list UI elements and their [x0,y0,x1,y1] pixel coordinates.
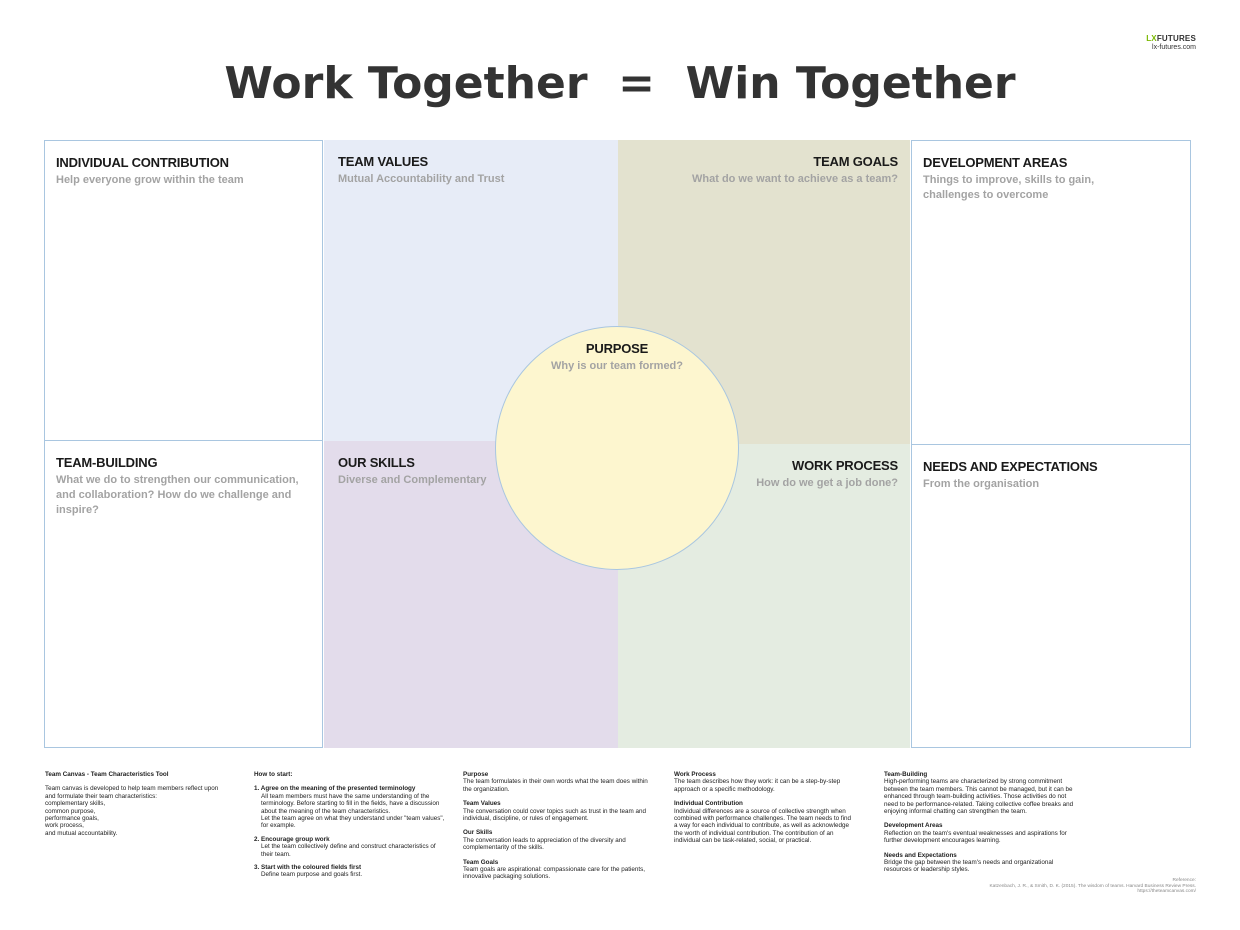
individual-contribution-box[interactable]: INDIVIDUAL CONTRIBUTION Help everyone gr… [44,140,323,441]
characteristic-item: complementary skills, [45,800,106,808]
step-body: Let the team agree on what they understa… [261,815,445,830]
characteristic-item: performance goals, [45,815,99,823]
tool-intro: Team canvas is developed to help team me… [45,785,219,800]
purpose-subtitle: Why is our team formed? [550,360,684,372]
reference-url: https://theteamcanvas.com/ [1137,889,1196,895]
our-skills-subtitle: Diverse and Complementary [338,474,487,486]
team-goals-box[interactable]: TEAM GOALS What do we want to achieve as… [618,140,910,444]
reference-citation: Katzenbach, J. R., & Smith, D. K. (2015)… [989,883,1196,889]
step-item: 3. Start with the coloured fields first … [254,864,446,879]
team-building-heading: TEAM-BUILDING [56,455,158,470]
team-values-subtitle: Mutual Accountability and Trust [338,173,505,185]
step-body: All team members must have the same unde… [261,792,440,815]
characteristic-item: common purpose, [45,807,96,815]
definition-body: Bridge the gap between the team's needs … [884,859,1054,874]
definition-heading: Work Process [674,771,716,778]
team-goals-subtitle: What do we want to achieve as a team? [692,173,898,185]
our-skills-heading: OUR SKILLS [338,455,415,470]
definition-body: Reflection on the team's eventual weakne… [884,829,1067,845]
definition-body: The conversation leads to appreciation o… [463,836,626,852]
how-to-start-title: How to start: [254,771,293,778]
step-item: 1. Agree on the meaning of the presented… [254,785,446,829]
work-process-subtitle: How do we get a job done? [756,477,898,489]
work-process-heading: WORK PROCESS [792,458,898,473]
definition-heading: Team Values [463,800,501,808]
definition-heading: Our Skills [463,829,493,837]
team-building-box[interactable]: TEAM-BUILDING What we do to strengthen o… [44,440,323,748]
purpose-circle[interactable]: PURPOSE Why is our team formed? [495,326,739,570]
definition-body: The team describes how they work: it can… [674,778,841,793]
team-goals-heading: TEAM GOALS [813,154,898,169]
brand-url: lx-futures.com [1152,44,1196,51]
step-body: Define team purpose and goals first. [261,871,363,879]
footer-col-how-to-start: How to start: 1. Agree on the meaning of… [254,771,446,885]
tool-title: Team Canvas - Team Characteristics Tool [45,771,169,778]
reference-label: Reference: [1172,878,1196,883]
step-body: Let the team collectively define and con… [261,843,436,858]
purpose-heading: PURPOSE [585,341,649,356]
step-item: 2. Encourage group work Let the team col… [254,836,446,858]
needs-expectations-heading: NEEDS AND EXPECTATIONS [923,459,1098,474]
development-areas-subtitle: Things to improve, skills to gain, chall… [923,174,1095,201]
characteristic-item: and mutual accountability. [45,829,118,837]
team-values-box[interactable]: TEAM VALUES Mutual Accountability and Tr… [324,140,618,441]
definition-heading: Development Areas [884,822,943,830]
development-areas-heading: DEVELOPMENT AREAS [923,155,1068,170]
needs-expectations-subtitle: From the organisation [923,478,1040,490]
definition-body: High-performing teams are characterized … [884,778,1074,816]
definition-body: The team formulates in their own words w… [463,778,648,793]
step-heading: 2. Encourage group work [254,835,330,843]
footer-col-intro: Team Canvas - Team Characteristics Tool … [45,771,225,837]
step-heading: 3. Start with the coloured fields first [254,864,362,872]
page-title: Work Together = Win Together [224,58,1016,109]
team-values-heading: TEAM VALUES [338,154,429,169]
development-areas-box[interactable]: DEVELOPMENT AREAS Things to improve, ski… [911,140,1191,445]
brand-logo: LXFUTURES [1146,34,1196,43]
brand-block: LXFUTURES lx-futures.com [1146,34,1196,52]
individual-contribution-subtitle: Help everyone grow within the team [56,174,244,186]
team-building-subtitle: What we do to strengthen our communicati… [56,474,299,516]
definition-body: Individual differences are a source of c… [674,807,851,845]
definition-heading: Individual Contribution [674,800,743,808]
definition-body: The conversation could cover topics such… [463,807,647,823]
step-heading: 1. Agree on the meaning of the presented… [254,785,416,793]
definition-heading: Team-Building [884,771,928,778]
individual-contribution-heading: INDIVIDUAL CONTRIBUTION [56,155,229,170]
needs-expectations-box[interactable]: NEEDS AND EXPECTATIONS From the organisa… [911,444,1191,748]
definition-heading: Purpose [463,771,489,778]
definition-body: Team goals are aspirational: compassiona… [463,866,646,881]
reference-block: Reference: Katzenbach, J. R., & Smith, D… [989,878,1196,895]
definition-heading: Team Goals [463,858,499,866]
characteristic-item: work process, [45,822,84,830]
work-process-box[interactable]: WORK PROCESS How do we get a job done? [618,444,910,748]
definition-heading: Needs and Expectations [884,851,957,859]
